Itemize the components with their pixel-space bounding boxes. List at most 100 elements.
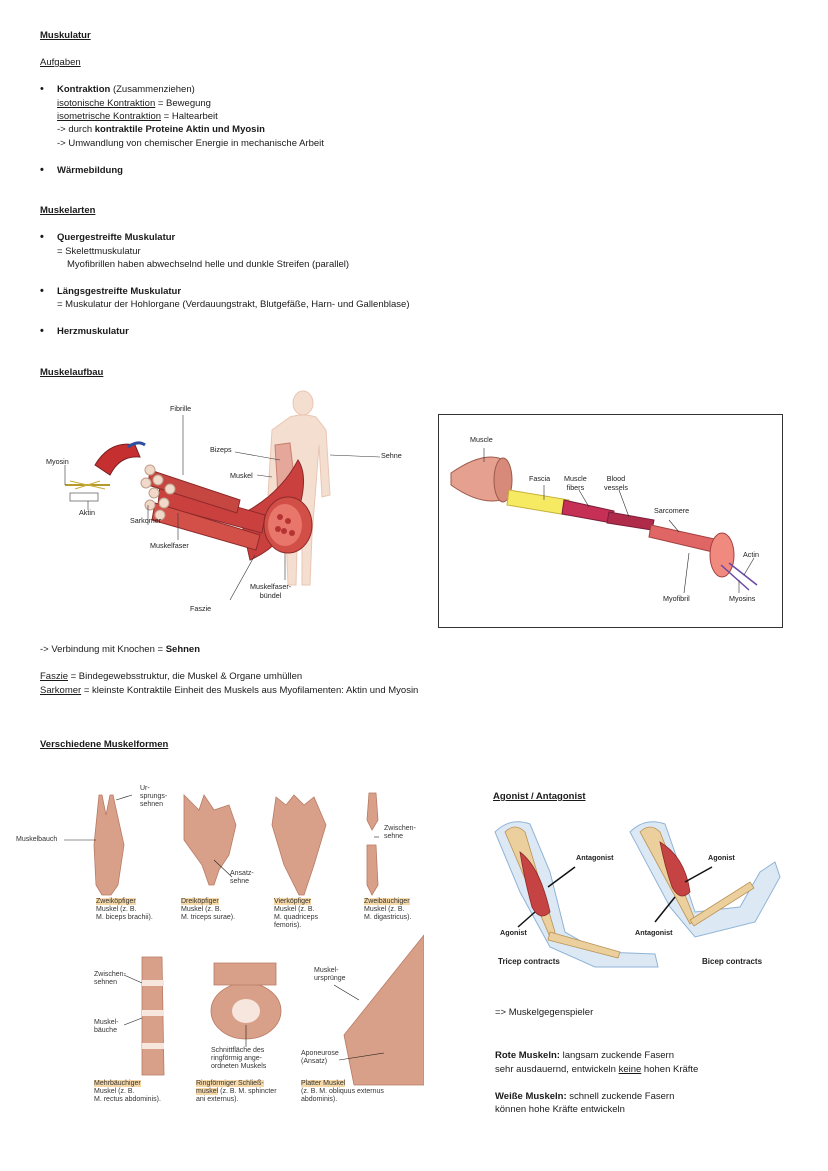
rote-l2-a: sehr ausdauernd, entwickeln [495, 1064, 619, 1075]
muscle-anatomy-figure: Fibrille Bizeps Sehne Myosin Muskel Akti… [40, 385, 420, 620]
verbindung-line: -> Verbindung mit Knochen = Sehnen [40, 644, 200, 655]
heading-muskelaufbau: Muskelaufbau [40, 367, 104, 378]
muskelursp-line2: ursprünge [314, 975, 346, 983]
isotonisch-term: isotonische Kontraktion [57, 98, 156, 109]
isometrisch-line: isometrische Kontraktion = Haltearbeit [57, 111, 218, 122]
label-tricep-contracts: Tricep contracts [498, 957, 560, 966]
label-aponeurose: Aponeurose (Ansatz) [301, 1050, 339, 1066]
caption-mehrbaeuchiger: Mehrbäuchiger Muskel (z. B. M. rectus ab… [94, 1080, 161, 1104]
label-muskelbauch: Muskelbauch [16, 836, 58, 843]
zwischensehnen-line1: Zwischen- [94, 971, 126, 978]
weisse-rest: schnell zuckende Fasern [566, 1091, 675, 1102]
isometrisch-term: isometrische Kontraktion [57, 111, 162, 122]
zweibaeuchiger-line2: Muskel (z. B. [364, 906, 405, 914]
ringfoermig-line3: (z. B. M. sphincter [218, 1088, 277, 1096]
zweibaeuchiger-title: Zweibäuchiger [364, 898, 410, 905]
label-actin: Actin [743, 550, 759, 559]
schnitt-line3: ordneten Muskels [211, 1063, 267, 1071]
label-muscle: Muscle [470, 435, 493, 444]
label-aktin: Aktin [79, 508, 95, 517]
heading-muskelformen: Verschiedene Muskelformen [40, 739, 169, 750]
label-muskelbaeuche: Muskel- bäuche [94, 1019, 119, 1035]
aponeurose-line1: Aponeurose [301, 1050, 339, 1057]
label-muscle-fibers: Muscle fibers [564, 474, 587, 492]
label-muskelfaser: Muskelfaser [150, 541, 189, 550]
verbindung-prefix: -> Verbindung mit Knochen = [40, 644, 166, 655]
label-blood-vessels: Blood vessels [604, 474, 628, 492]
weisse-muskeln-line2: können hohe Kräfte entwickeln [495, 1104, 625, 1115]
platter-line3: abdominis). [301, 1096, 338, 1104]
vierkoepfiger-line3: M. quadriceps [274, 914, 318, 922]
label-ansatzsehne: Ansatz- sehne [230, 870, 254, 886]
laengs-line1: = Muskulatur der Hohlorgane (Verdauungst… [57, 299, 410, 310]
muskelfaserbuendel-line2: bündel [259, 590, 282, 600]
label-sarkomer: Sarkomer [130, 516, 162, 525]
caption-zweibaeuchiger: Zweibäuchiger Muskel (z. B. M. digastric… [364, 898, 411, 922]
zwischensehnen-line2: sehnen [94, 979, 117, 987]
isotonisch-line: isotonische Kontraktion = Bewegung [57, 98, 211, 109]
faszie-term: Faszie [40, 671, 68, 682]
bullet-waermebildung: Wärmebildung [40, 164, 123, 176]
muscle-structure-panel: Muscle Fascia Muscle fibers Blood vessel… [438, 414, 783, 628]
zweikoepfiger-line2: Muskel (z. B. [96, 906, 137, 914]
label-agonist-left: Agonist [500, 928, 527, 937]
label-antagonist-left: Antagonist [576, 853, 614, 862]
caption-vierkoepfiger: Vierköpfiger Muskel (z. B. M. quadriceps… [274, 898, 318, 930]
umwandlung-line: -> Umwandlung von chemischer Energie in … [57, 138, 324, 149]
heading-muskulatur: Muskulatur [40, 30, 91, 41]
faszie-definition: Faszie = Bindegewebsstruktur, die Muskel… [40, 671, 302, 682]
zweikoepfiger-line3: M. biceps brachii). [96, 914, 153, 922]
caption-ringfoermig: Ringförmiger Schließ- muskel (z. B. M. s… [196, 1080, 277, 1104]
vierkoepfiger-line2: Muskel (z. B. [274, 906, 315, 914]
muscle-fibers-line1: Muscle [564, 474, 587, 483]
zwischen-line2: sehne [384, 833, 404, 841]
agonist-antagonist-figure: Antagonist Agonist Tricep contracts Agon… [490, 812, 790, 977]
label-bizeps: Bizeps [210, 445, 232, 454]
label-zwischensehnen: Zwischen- sehnen [94, 971, 126, 987]
faszie-rest: = Bindegewebsstruktur, die Muskel & Orga… [67, 671, 303, 682]
muskelbaeuche-line2: bäuche [94, 1027, 117, 1035]
vierkoepfiger-title: Vierköpfiger [274, 898, 312, 905]
dreikoepfiger-title: Dreiköpfiger [181, 898, 219, 905]
ringfoermig-title: Ringförmiger Schließ- [196, 1080, 264, 1087]
ringfoermig-line2: muskel [196, 1088, 219, 1096]
weisse-label: Weiße Muskeln: [495, 1091, 567, 1102]
label-muskelurspruenge: Muskel- ursprünge [314, 967, 346, 983]
aponeurose-line2: (Ansatz) [301, 1058, 328, 1066]
schnitt-line2: ringförmig ange- [211, 1055, 262, 1063]
zweikoepfiger-title: Zweiköpfiger [96, 898, 136, 905]
vierkoepfiger-line4: femoris). [274, 922, 302, 930]
label-ursprungssehnen: Ur- sprungs- sehnen [140, 785, 167, 809]
durch-bold: kontraktile Proteine Aktin und Myosin [94, 124, 265, 135]
zwischen-line1: Zwischen- [384, 825, 416, 832]
rote-l2-keine: keine [618, 1064, 642, 1075]
muscle-shapes-figure: Muskelbauch Ur- sprungs- sehnen Ansatz- … [14, 785, 425, 1115]
quer-line1: = Skelettmuskulatur [57, 246, 141, 257]
kontraktion-suffix: (Zusammenziehen) [110, 84, 195, 95]
muskelgegenspieler-line: => Muskelgegenspieler [495, 1007, 594, 1018]
label-agonist-right: Agonist [708, 853, 735, 862]
isometrisch-rest: = Haltearbeit [161, 111, 218, 122]
caption-zweikoepfiger: Zweiköpfiger Muskel (z. B. M. biceps bra… [96, 898, 153, 922]
sarkomer-definition: Sarkomer = kleinste Kontraktile Einheit … [40, 685, 418, 696]
muscle-structure-illustration [450, 448, 758, 594]
dreikoepfiger-line3: M. triceps surae). [181, 914, 236, 922]
bullet-quergestreift: Quergestreifte Muskulatur [40, 231, 175, 243]
sarkomer-rest: = kleinste Kontraktile Einheit des Muske… [81, 685, 419, 696]
muskelursp-line1: Muskel- [314, 967, 339, 974]
bullet-laengsgestreift: Längsgestreifte Muskulatur [40, 285, 181, 297]
subheading-aufgaben: Aufgaben [40, 57, 81, 68]
rote-label: Rote Muskeln: [495, 1050, 560, 1061]
ansatz-line1: Ansatz- [230, 870, 254, 877]
label-fascia: Fascia [529, 474, 551, 483]
arm-illustration [494, 821, 781, 968]
weisse-muskeln-line1: Weiße Muskeln: schnell zuckende Fasern [495, 1091, 674, 1102]
heading-muskelarten: Muskelarten [40, 205, 96, 216]
muscle-shapes-illustration [64, 792, 425, 1086]
sarkomer-term: Sarkomer [40, 685, 82, 696]
label-antagonist-right: Antagonist [635, 928, 673, 937]
blood-vessels-line1: Blood [606, 474, 626, 483]
label-muskelfaserbuendel: Muskelfaser- bündel [250, 582, 291, 600]
label-muskel: Muskel [230, 471, 253, 480]
rote-l2-b: hohen Kräfte [641, 1064, 699, 1075]
